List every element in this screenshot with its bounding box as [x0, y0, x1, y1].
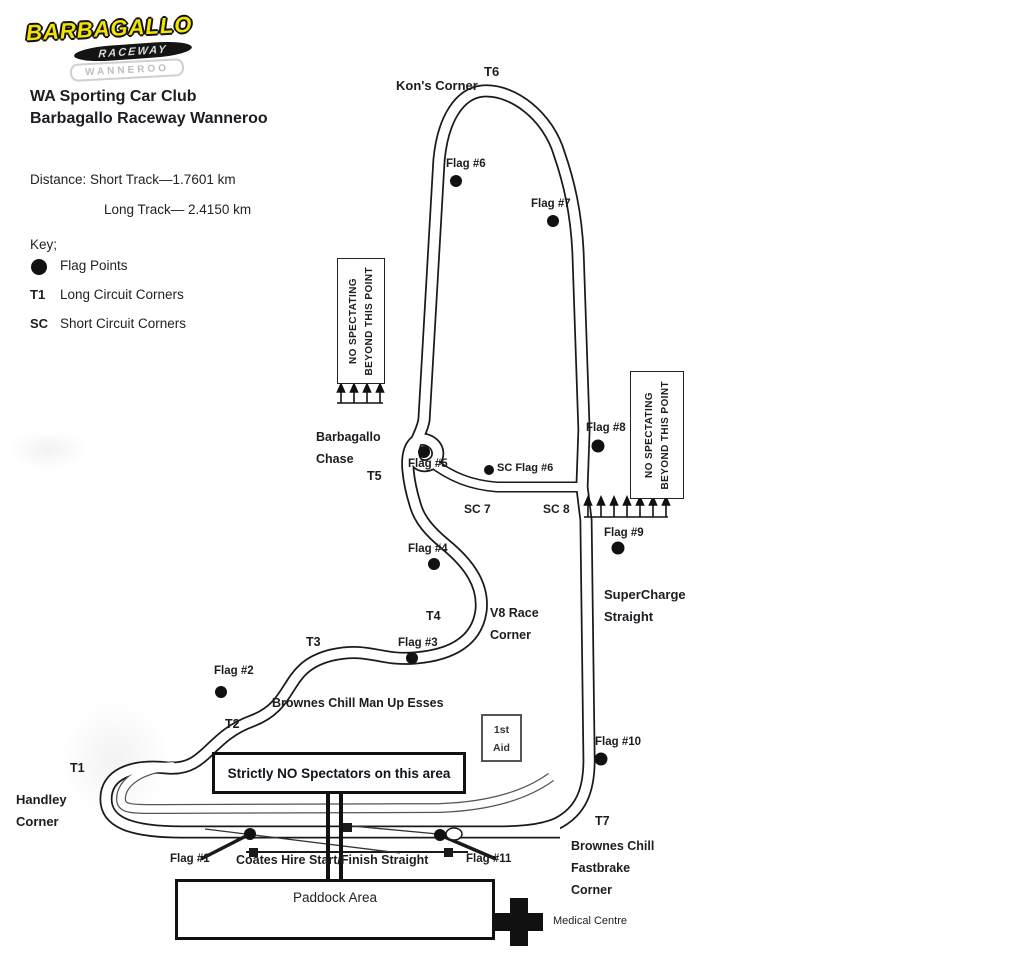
key-flag-dot-icon	[31, 259, 47, 275]
kons-corner-label: Kon's Corner	[396, 78, 478, 93]
corner-t1: T1	[70, 761, 85, 775]
track-marker	[444, 848, 453, 857]
paddock-area-box: Paddock Area	[175, 879, 495, 940]
barbagallo-raceway-logo: BARBAGALLO RACEWAY WANNEROO	[22, 12, 222, 82]
flag1-pointer	[200, 832, 251, 861]
corner-t4: T4	[426, 609, 441, 623]
corner-t7: T7	[595, 814, 610, 828]
paper-smudge	[8, 430, 88, 470]
flag11-label: Flag #11	[466, 853, 512, 865]
flag3-label: Flag #3	[398, 637, 438, 649]
paddock-area-label: Paddock Area	[292, 890, 378, 905]
strictly-no-spectators-sign: Strictly NO Spectators on this area	[212, 752, 466, 794]
medical-cross-icon	[495, 898, 543, 946]
page-title-line2: Barbagallo Raceway Wanneroo	[30, 110, 268, 127]
start-line-ring	[445, 827, 463, 841]
no-spectating-sign-left: NO SPECTATING BEYOND THIS POINT	[337, 258, 385, 384]
logo-wanneroo-banner: WANNEROO	[69, 58, 185, 82]
corner-sc8: SC 8	[543, 502, 570, 516]
flag-point-dots	[215, 175, 625, 841]
flag10-label: Flag #10	[595, 736, 642, 748]
page-title-line1: WA Sporting Car Club	[30, 88, 197, 105]
paper-smudge	[60, 700, 170, 820]
track-marker	[343, 823, 352, 832]
handley-corner-label: Handley Corner	[16, 792, 67, 829]
distance-long: Long Track— 2.4150 km	[104, 202, 252, 217]
key-sc-label: Short Circuit Corners	[60, 316, 187, 331]
distance-short: Distance: Short Track—1.7601 km	[30, 172, 236, 187]
flag6-label: Flag #6	[446, 158, 486, 170]
corner-t5: T5	[367, 469, 382, 483]
flag8-label: Flag #8	[586, 422, 626, 434]
supercharge-straight-label: SuperCharge Straight	[604, 587, 686, 624]
key-title: Key;	[30, 237, 58, 252]
key-t1-label: Long Circuit Corners	[60, 287, 184, 302]
coates-straight-label: Coates Hire Start/Finish Straight	[236, 853, 429, 867]
flag5-label: Flag #5	[408, 458, 448, 470]
track-marker	[249, 848, 258, 857]
flag9-label: Flag #9	[604, 527, 644, 539]
flag7-label: Flag #7	[531, 198, 571, 210]
grid-diagonal	[351, 825, 439, 835]
corner-t2: T2	[225, 717, 240, 731]
flag1-label: Flag #1	[170, 853, 210, 865]
sc-flag6-label: SC Flag #6	[497, 462, 554, 474]
no-spectating-sign-right: NO SPECTATING BEYOND THIS POINT	[630, 371, 684, 499]
first-aid-sign: 1st Aid	[481, 714, 522, 762]
corner-sc7: SC 7	[464, 502, 491, 516]
barbagallo-chase-label: Barbagallo Chase	[316, 430, 381, 466]
key-t1-symbol: T1	[30, 287, 46, 302]
spectator-arrows-right	[583, 495, 671, 518]
grid-diagonal	[204, 828, 401, 854]
corner-t6: T6	[484, 64, 500, 79]
fastbrake-corner-label: Brownes Chill Fastbrake Corner	[571, 839, 655, 897]
esses-label: Brownes Chill Man Up Esses	[272, 696, 444, 710]
flag4-label: Flag #4	[408, 543, 448, 555]
key-sc-symbol: SC	[30, 316, 49, 331]
key-flag-label: Flag Points	[60, 258, 128, 273]
flag2-label: Flag #2	[214, 665, 254, 677]
corner-t3: T3	[306, 635, 321, 649]
v8-race-corner-label: V8 Race Corner	[490, 606, 539, 642]
medical-centre-label: Medical Centre	[553, 915, 627, 927]
spectator-arrows-left	[336, 382, 385, 404]
